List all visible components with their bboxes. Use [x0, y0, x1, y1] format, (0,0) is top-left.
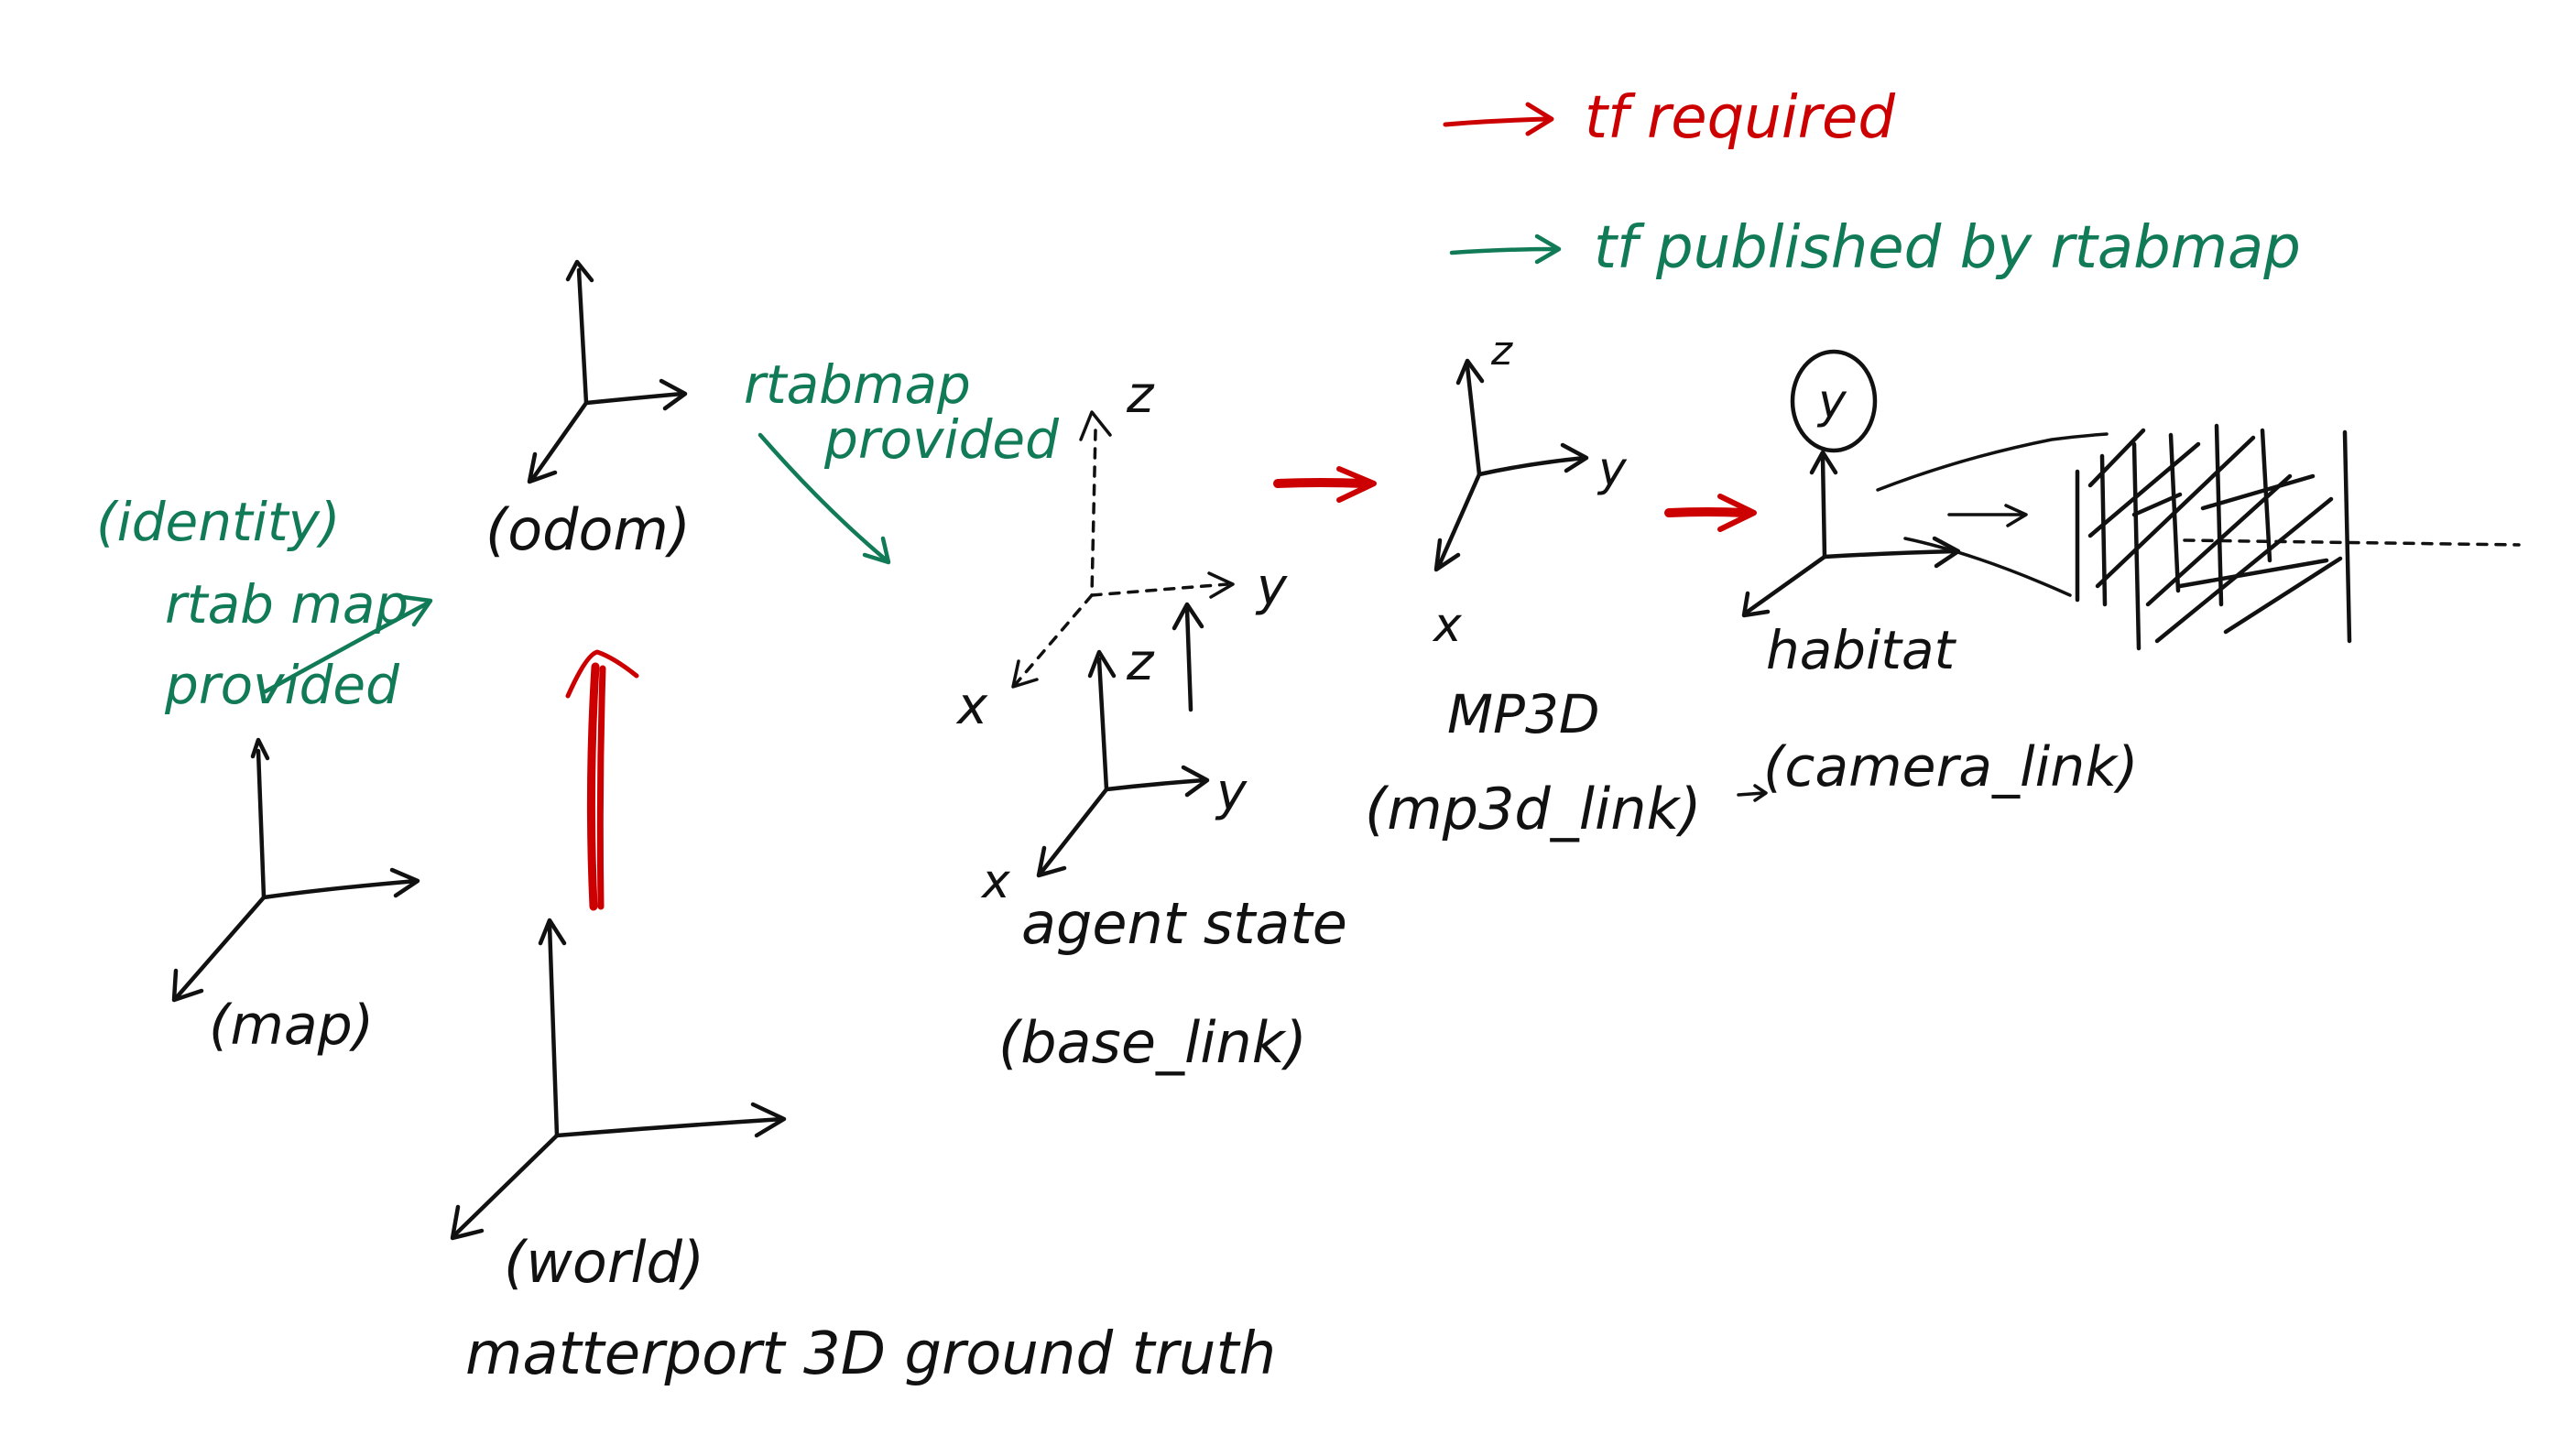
- agent-label: (base_link): [998, 1009, 1307, 1076]
- map-frame: (map): [171, 737, 420, 1058]
- odom-provided-line1: rtabmap: [744, 353, 971, 416]
- legend-green-arrow: [1449, 234, 1562, 265]
- world-axes: [450, 918, 787, 1241]
- agent-y-label: y: [1215, 763, 1248, 822]
- mp3d-to-habitat-red-arrow: [1664, 494, 1757, 532]
- world-frame: (world) matterport 3D ground truth: [450, 918, 1276, 1388]
- legend-red-arrow: [1443, 102, 1554, 136]
- agent-axes: [1036, 649, 1210, 878]
- mp3d-z-label: z: [1490, 328, 1513, 375]
- odom-provided-line2: provided: [823, 408, 1060, 471]
- habitat-y-circle: [1790, 349, 1878, 453]
- world-caption: matterport 3D ground truth: [465, 1320, 1276, 1388]
- habitat-y-label: y: [1816, 375, 1847, 429]
- agent-ghost-axes: z y x: [955, 365, 1288, 736]
- mp3d-x-label: x: [1432, 598, 1463, 653]
- legend: tf required tf published by rtabmap: [1443, 84, 2301, 282]
- map-axes: [171, 737, 420, 1003]
- identity-line1: (identity): [96, 491, 341, 553]
- habitat-title: habitat: [1766, 619, 1957, 681]
- world-label: (world): [504, 1229, 704, 1296]
- agent-ghost-y: y: [1255, 558, 1288, 617]
- identity-annotation: (identity) rtab map provided: [96, 491, 433, 716]
- agent-ghost-z: z: [1126, 365, 1155, 425]
- mp3d-label: (mp3d_link): [1365, 776, 1702, 842]
- odom-axes: [527, 259, 688, 484]
- mp3d-y-label: y: [1597, 442, 1628, 497]
- agent-z-label: z: [1126, 633, 1155, 692]
- world-tf-required-arrow: [565, 649, 639, 911]
- image-plane-grid: [2075, 423, 2521, 651]
- odom-provided-arrow: [757, 432, 891, 565]
- mp3d-title: MP3D: [1447, 683, 1600, 745]
- habitat-small-arrow: [1737, 784, 1768, 802]
- map-label: (map): [209, 994, 374, 1058]
- odom-provided-annotation: rtabmap provided: [744, 353, 1060, 565]
- legend-red-label: tf required: [1585, 84, 1895, 152]
- habitat-axes: [1741, 450, 1961, 618]
- odom-label: (odom): [485, 496, 691, 563]
- habitat-frame: y: [1737, 349, 2521, 802]
- agent-ghost-x: x: [955, 677, 988, 736]
- mp3d-frame: z y x MP3D (mp3d_link): [1365, 328, 1702, 842]
- camera-frustum: [1876, 432, 2109, 597]
- agent-motion-arrow: [1172, 602, 1204, 712]
- mp3d-axes: [1433, 358, 1589, 572]
- habitat-label: (camera_link): [1763, 735, 2138, 799]
- odom-frame: (odom): [485, 259, 691, 563]
- agent-to-mp3d-red-arrow: [1273, 466, 1377, 503]
- identity-line3: provided: [164, 654, 400, 716]
- identity-line2: rtab map: [165, 573, 409, 636]
- identity-arrow: [263, 594, 433, 694]
- agent-title: agent state: [1021, 890, 1347, 957]
- agent-frame: z y x z y x agent state (base_link): [955, 365, 1347, 1076]
- agent-x-label: x: [980, 854, 1011, 909]
- legend-green-label: tf published by rtabmap: [1594, 214, 2301, 282]
